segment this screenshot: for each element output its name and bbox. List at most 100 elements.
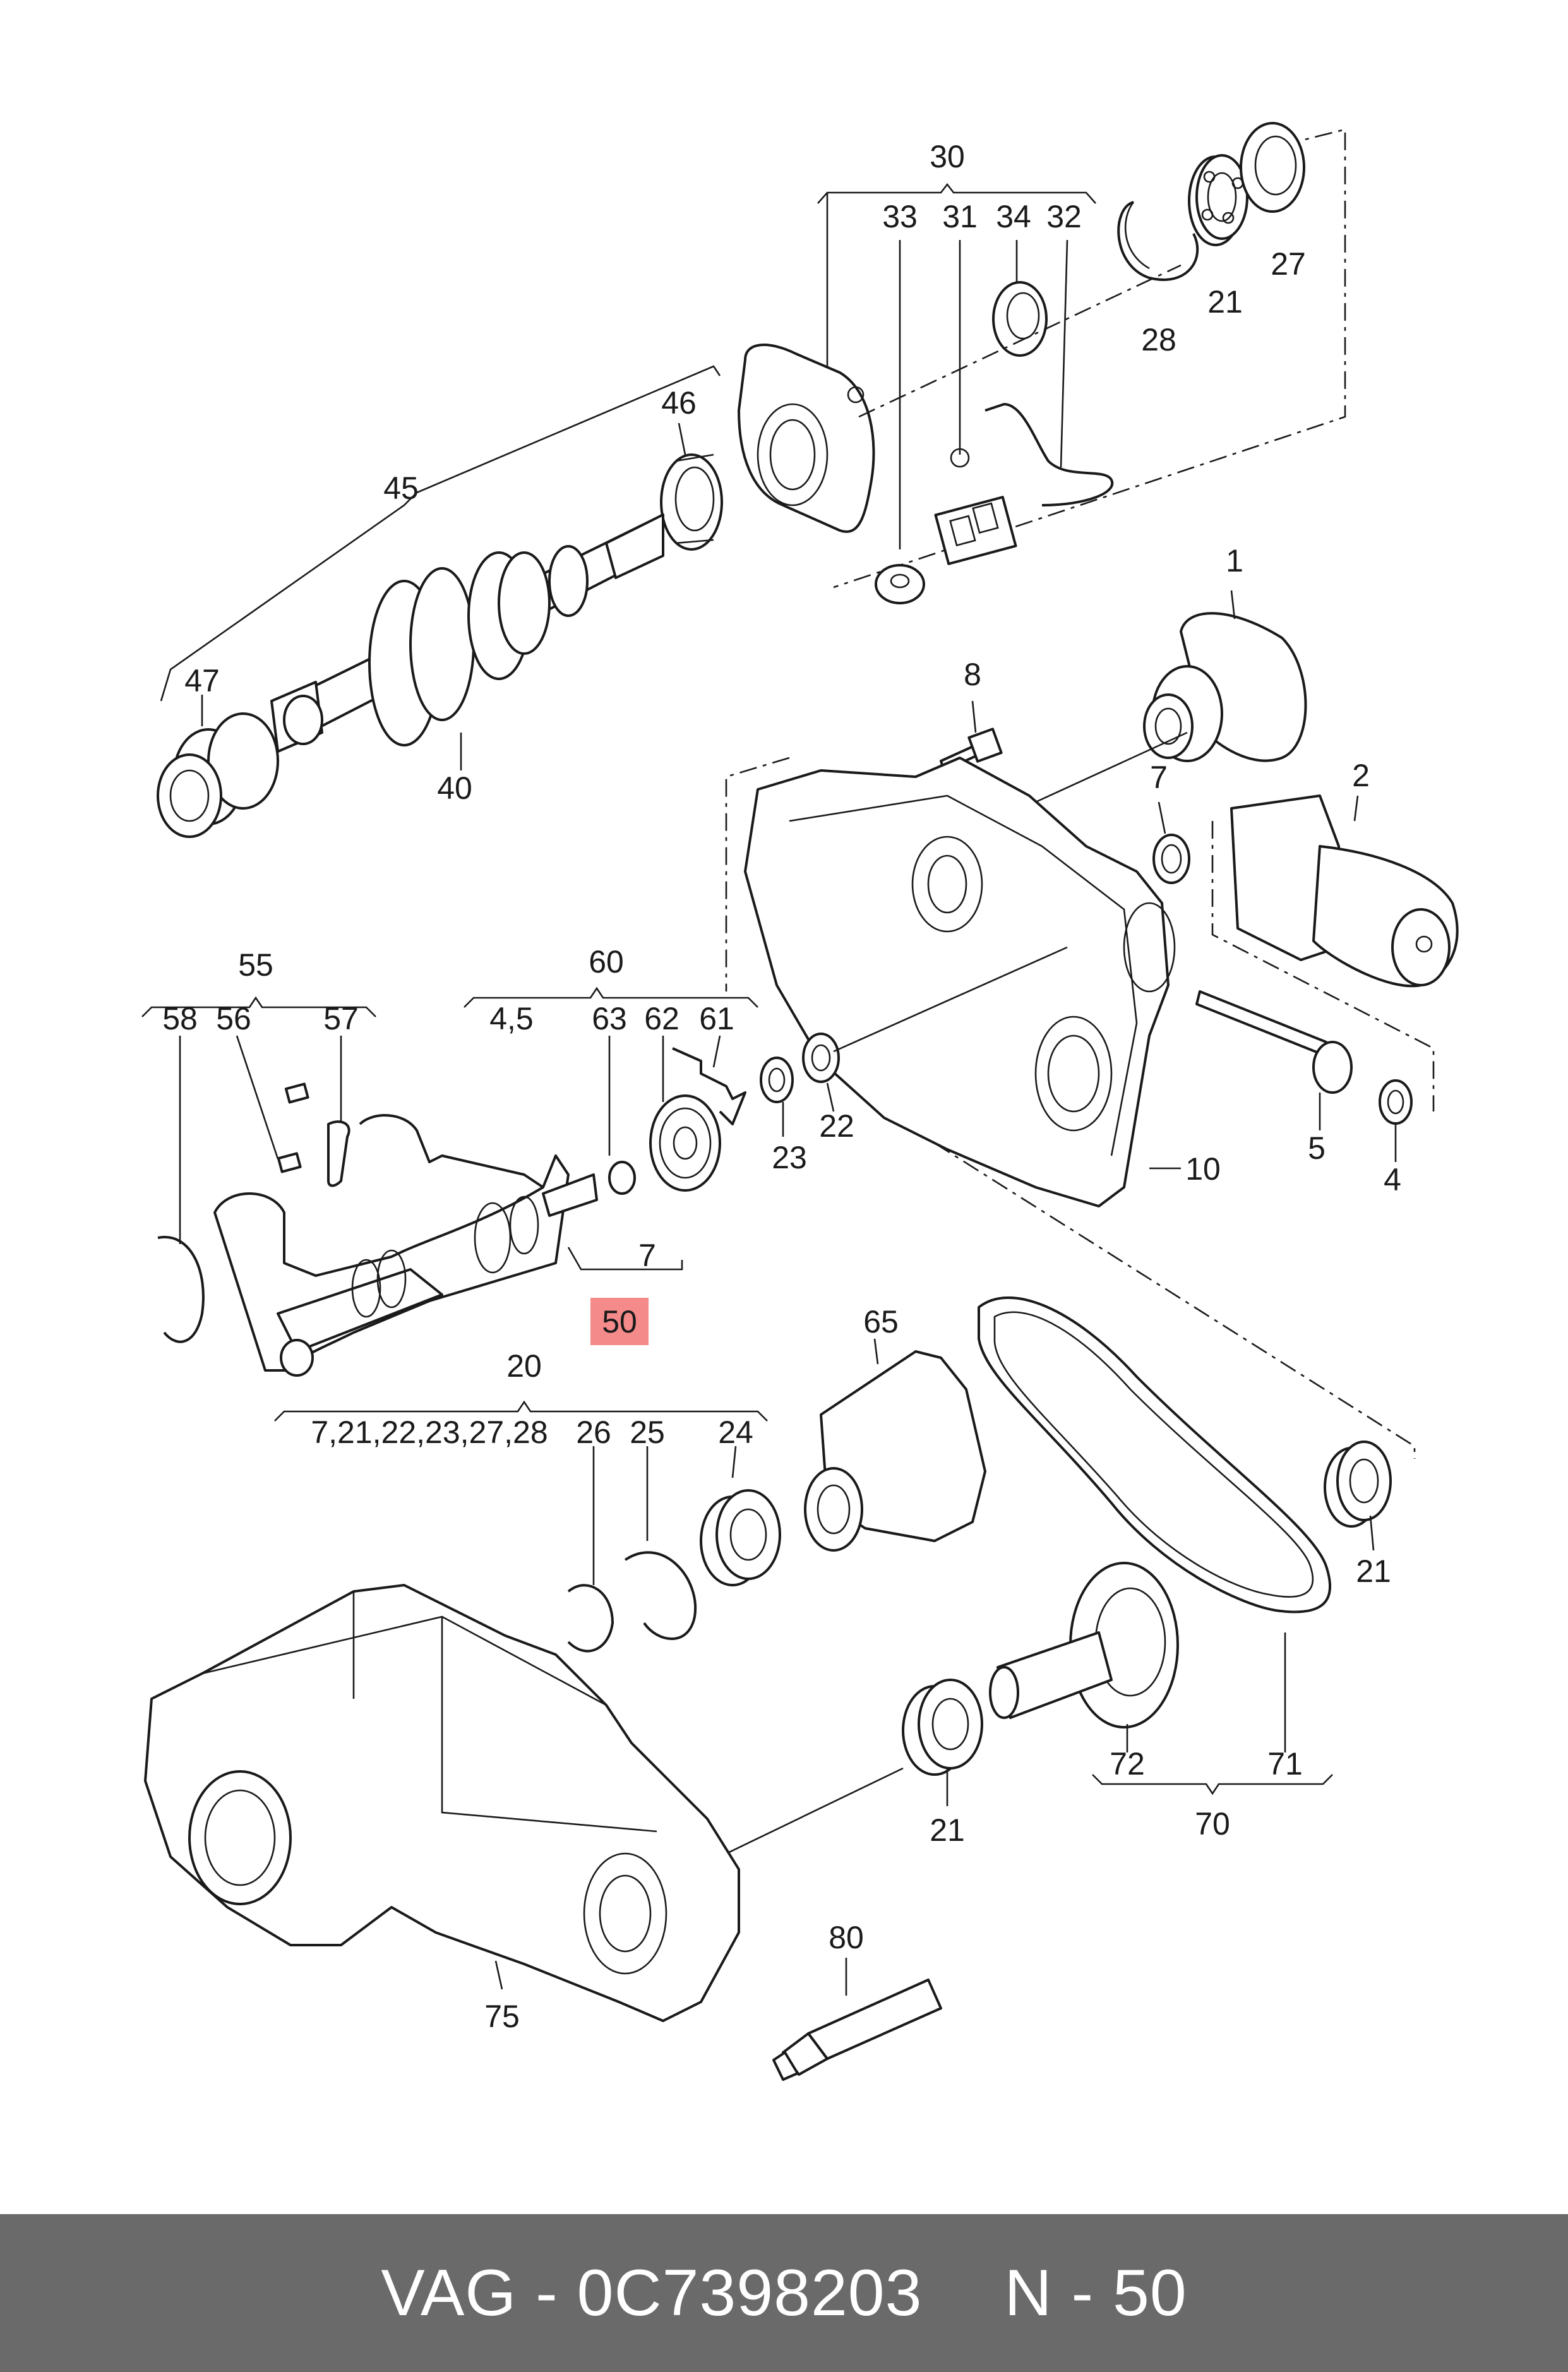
label-8: 8 (964, 657, 981, 692)
label-65: 65 (863, 1304, 899, 1339)
label-80: 80 (829, 1920, 864, 1955)
snap-ring-26 (567, 1584, 614, 1653)
ring-58 (157, 1235, 205, 1343)
label-45: 45 (383, 470, 419, 506)
exploded-parts-diagram: 30 33 31 34 32 21 27 28 46 45 47 40 1 8 … (141, 122, 1459, 2081)
callout-labels: 30 33 31 34 32 21 27 28 46 45 47 40 1 8 … (162, 139, 1401, 2034)
leader-7-upper (1158, 801, 1166, 834)
label-57: 57 (323, 1001, 359, 1036)
label-10: 10 (1185, 1151, 1221, 1187)
label-61: 61 (699, 1001, 734, 1036)
leader-gear-case (833, 946, 1068, 1053)
group-55-bracket (141, 996, 376, 1017)
label-60: 60 (589, 944, 624, 979)
snap-ring-4 (1379, 1079, 1413, 1125)
bearing-21-right (1324, 1441, 1392, 1528)
snap-ring-7-upper (1152, 834, 1190, 884)
leader-2 (1353, 795, 1359, 822)
flange-1 (1143, 612, 1307, 762)
label-2: 2 (1352, 758, 1370, 793)
circlip-63 (608, 1161, 636, 1195)
seal-34 (992, 281, 1048, 357)
group-50-bracket (567, 1247, 683, 1271)
label-46: 46 (661, 385, 697, 421)
bearing-21-top (1188, 154, 1248, 246)
seal-27 (1240, 122, 1305, 213)
label-56: 56 (216, 1001, 251, 1036)
label-72: 72 (1110, 1746, 1145, 1782)
label-20-group: 7,21,22,23,27,28 (311, 1415, 548, 1450)
bearing-21-bottom (902, 1679, 983, 1776)
label-71: 71 (1267, 1746, 1303, 1782)
transfer-case-half-10 (744, 757, 1176, 1207)
highlight-box-50 (590, 1298, 649, 1345)
dashline-top (833, 128, 1346, 589)
label-1: 1 (1226, 543, 1243, 578)
label-32: 32 (1046, 199, 1082, 234)
label-20: 20 (506, 1348, 542, 1384)
label-7-lower: 7 (638, 1238, 656, 1273)
group-20-bracket (274, 1400, 768, 1422)
label-70: 70 (1195, 1806, 1230, 1842)
sprocket-shaft-72 (989, 1562, 1179, 1728)
washer-33 (875, 564, 925, 604)
transfer-case-75 (144, 1584, 740, 2022)
gear-62 (649, 1094, 721, 1192)
leader-75 (494, 1960, 503, 1990)
dashline-30 (858, 264, 1182, 418)
snap-ring-23 (760, 1057, 794, 1103)
leader-8 (971, 700, 977, 733)
sensor-wire-32 (984, 403, 1114, 506)
sprocket-hub-65 (804, 1350, 986, 1552)
sensor-connector (934, 496, 1017, 565)
label-25: 25 (630, 1415, 665, 1450)
sealant-tube-80 (772, 1979, 942, 2081)
bearing-47 (157, 712, 279, 838)
label-4-5: 4,5 (489, 1001, 534, 1036)
label-24: 24 (718, 1415, 753, 1450)
label-21-bottom: 21 (930, 1812, 965, 1848)
spindle-shaft-5 (1195, 990, 1353, 1094)
label-28: 28 (1141, 322, 1176, 357)
circlip-25 (624, 1551, 697, 1640)
chain-71 (978, 1296, 1332, 1614)
part-number: VAG - 0C7398203 (381, 2256, 923, 2330)
label-75: 75 (484, 1999, 520, 2034)
label-22: 22 (819, 1108, 854, 1144)
label-7-upper: 7 (1150, 760, 1168, 795)
slide-pads-56 (277, 1082, 309, 1173)
main-shaft-40 (270, 513, 664, 753)
leader-1 (1230, 590, 1236, 620)
label-23: 23 (772, 1140, 807, 1175)
label-27: 27 (1271, 246, 1306, 282)
snap-ring-28 (1117, 201, 1199, 281)
leader-21-right (1369, 1515, 1375, 1551)
leader-61 (712, 1035, 721, 1068)
bearing-24 (700, 1489, 781, 1586)
label-40: 40 (437, 770, 472, 806)
leader-65 (873, 1338, 879, 1365)
diagram-position: N - 50 (1004, 2256, 1187, 2330)
leader-1-to-case (1035, 731, 1188, 803)
label-33: 33 (882, 199, 918, 234)
seal-22 (802, 1033, 840, 1083)
label-55: 55 (238, 947, 273, 983)
group-70-bracket (1092, 1774, 1333, 1795)
label-31: 31 (942, 199, 978, 234)
label-62: 62 (644, 1001, 679, 1036)
label-63: 63 (592, 1001, 627, 1036)
cover-plate-30 (738, 344, 875, 533)
group-30-bracket (817, 183, 1096, 549)
needle-bearing-46 (660, 453, 723, 551)
label-34: 34 (996, 199, 1031, 234)
group-45-bracket (160, 365, 721, 702)
label-5: 5 (1308, 1130, 1326, 1166)
shoe-57 (327, 1120, 350, 1187)
label-21-right: 21 (1356, 1554, 1391, 1589)
o-ring-31 (950, 448, 970, 468)
spring-61 (672, 1047, 746, 1125)
label-30: 30 (930, 139, 965, 174)
leader-22 (826, 1082, 835, 1112)
group-60-bracket (464, 986, 758, 1008)
label-21-top: 21 (1207, 284, 1243, 320)
